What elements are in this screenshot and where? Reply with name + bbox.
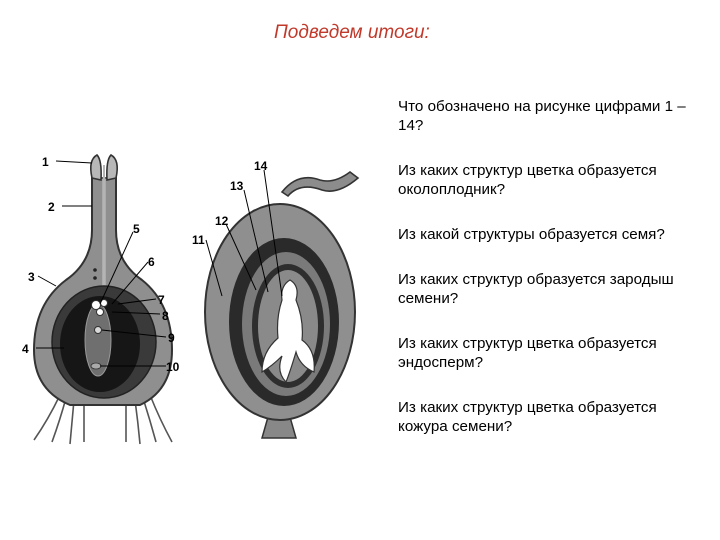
- label-12: 12: [215, 214, 229, 228]
- flower-pistil-fruit-diagram: 1 2 3 4 5 6 7 8 9 10 11 12 13 14: [22, 154, 360, 445]
- label-3: 3: [28, 270, 35, 284]
- label-2: 2: [48, 200, 55, 214]
- questions-list: Что обозначено на рисунке цифрами 1 – 14…: [398, 97, 698, 462]
- fruit-drawing: [204, 171, 360, 439]
- label-8: 8: [162, 309, 169, 323]
- label-14: 14: [254, 159, 268, 173]
- question-item: Из каких структур цветка образуется кожу…: [398, 399, 657, 435]
- label-4: 4: [22, 342, 29, 356]
- question-item: Что обозначено на рисунке цифрами 1 – 14…: [398, 98, 686, 134]
- question-item: Из какой структуры образуется семя?: [398, 226, 665, 243]
- question-item: Из каких структур цветка образуется эндо…: [398, 335, 657, 371]
- question-item: Из каких структур цветка образуется окол…: [398, 162, 657, 198]
- label-11: 11: [192, 233, 205, 247]
- label-13: 13: [230, 179, 244, 193]
- label-9: 9: [168, 331, 175, 345]
- label-10: 10: [166, 360, 180, 374]
- label-5: 5: [133, 222, 140, 236]
- question-item: Из каких структур образуется зародыш сем…: [398, 271, 674, 307]
- pistil-drawing: [32, 154, 174, 445]
- label-1: 1: [42, 155, 49, 169]
- label-6: 6: [148, 255, 155, 269]
- label-7: 7: [158, 293, 165, 307]
- slide-title: Подведем итоги:: [274, 22, 430, 43]
